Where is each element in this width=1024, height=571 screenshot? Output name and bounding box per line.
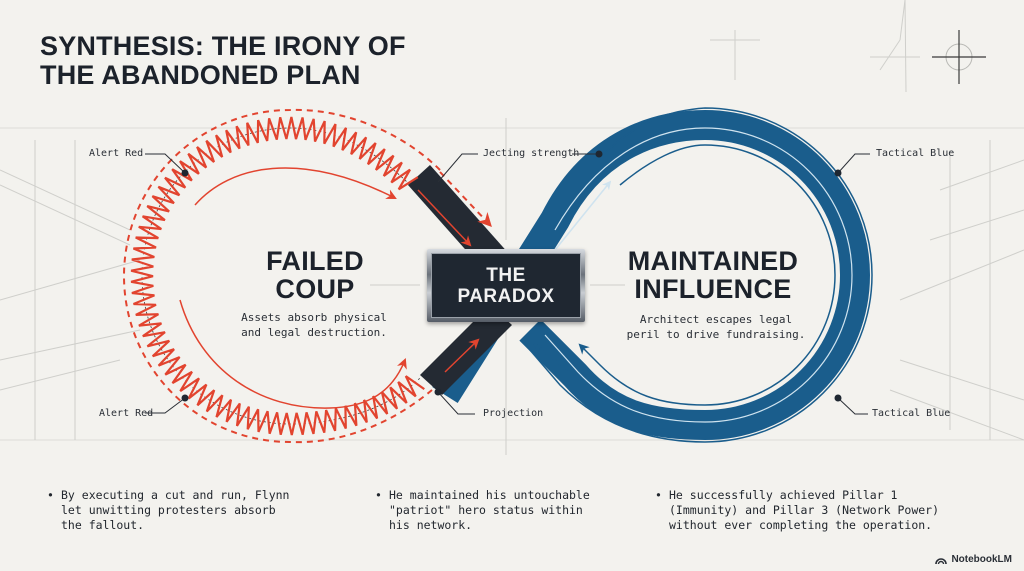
crossing-bar [408,165,512,395]
title-line-1: SYNTHESIS: THE IRONY OF [40,31,406,61]
callout-leaders [145,153,870,415]
failed-coup-heading: FAILED COUP [230,247,400,303]
red-spring-zigzag [130,116,425,436]
bullet-item: He successfully achieved Pillar 1 (Immun… [655,488,939,533]
maintained-influence-line-2: INFLUENCE [634,274,792,304]
brand-label: NotebookLM [951,554,1012,565]
blue-lower-arrow [533,343,601,396]
failed-coup-desc-line-2: and legal destruction. [241,326,387,339]
callout-jecting-strength: Jecting strength [483,148,580,159]
page-title: SYNTHESIS: THE IRONY OF THE ABANDONED PL… [40,32,406,90]
bullet-line: He successfully achieved Pillar 1 [669,488,898,502]
red-inner-arrow-top [194,167,397,206]
blue-center-stripe [544,127,853,423]
bullet-line: "patriot" hero status within [389,503,583,517]
maintained-influence-description: Architect escapes legal peril to drive f… [618,312,814,342]
blue-outline-inner [578,144,836,406]
bullet-line: He maintained his untouchable [389,488,590,502]
bullet-line: his network. [389,518,473,532]
blue-band [432,109,870,441]
paradox-line-2: PARADOX [457,285,555,307]
red-dashed-right [439,171,492,228]
maintained-influence-desc-line-1: Architect escapes legal [639,313,793,326]
bullet-line: the fallout. [61,518,145,532]
blue-outline-outer [529,107,873,443]
alert-red-loop [123,108,492,444]
callout-projection: Projection [483,408,544,419]
red-inner-arrow-bottom [179,299,407,409]
tactical-blue-loop [432,107,873,443]
red-spring-coil [130,116,425,436]
notebooklm-logo-icon [935,558,948,564]
bullet-list-right: He successfully achieved Pillar 1 (Immun… [655,488,939,533]
bullet-list-left: By executing a cut and run, Flynn let un… [47,488,289,533]
failed-coup-description: Assets absorb physical and legal destruc… [222,310,406,340]
title-line-2: THE ABANDONED PLAN [40,60,361,90]
crosshair-icon [932,30,986,84]
bullet-line: By executing a cut and run, Flynn [61,488,290,502]
callout-tactical-blue-bottom: Tactical Blue [872,408,951,419]
callout-alert-red-top: Alert Red [89,148,144,159]
failed-coup-line-2: COUP [275,274,355,304]
paradox-line-1: THE [486,264,526,286]
bullet-line: let unwitting protesters absorb [61,503,276,517]
notebooklm-brand: NotebookLM [935,554,1012,565]
paradox-box: THE PARADOX [427,249,585,322]
background-grid-lines [0,0,1024,455]
maintained-influence-heading: MAINTAINED INFLUENCE [612,247,814,303]
bullet-item: By executing a cut and run, Flynn let un… [47,488,289,533]
maintained-influence-line-1: MAINTAINED [627,246,799,276]
bullet-line: without ever completing the operation. [669,518,933,532]
callout-tactical-blue-top: Tactical Blue [876,148,955,159]
bullet-item: He maintained his untouchable "patriot" … [375,488,590,533]
callout-dots [181,150,842,402]
bullet-list-center: He maintained his untouchable "patriot" … [375,488,590,533]
blue-inner-arrow [554,180,612,251]
maintained-influence-desc-line-2: peril to drive fundraising. [626,328,806,341]
callout-alert-red-bottom: Alert Red [99,408,154,419]
failed-coup-desc-line-1: Assets absorb physical [241,311,387,324]
red-dashed-outer [123,108,441,444]
bullet-line: (Immunity) and Pillar 3 (Network Power) [669,503,940,517]
failed-coup-line-1: FAILED [266,246,364,276]
